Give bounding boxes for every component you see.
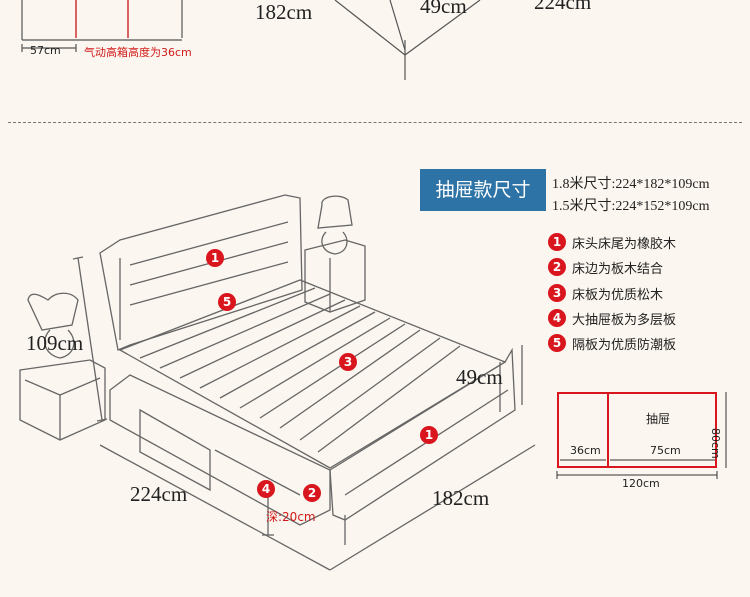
drawer-height: 80cm <box>709 428 722 459</box>
feature-text: 床头床尾为橡胶木 <box>572 236 677 252</box>
number-badge: 2 <box>548 258 566 276</box>
marker-2: 2 <box>303 484 321 502</box>
drawer-right-width: 75cm <box>650 444 681 457</box>
feature-item: 4 大抽屉板为多层板 <box>548 307 676 329</box>
dim-182-top: 182cm <box>255 0 313 24</box>
feature-item: 1 床头床尾为橡胶木 <box>548 231 676 253</box>
bed-width-label: 182cm <box>432 486 490 510</box>
number-badge: 4 <box>548 309 566 327</box>
drawer-total-width: 120cm <box>622 477 660 490</box>
dim-49-top: 49cm <box>420 0 467 18</box>
bed-height-label: 109cm <box>26 331 84 355</box>
marker-5: 5 <box>218 293 236 311</box>
marker-3: 3 <box>339 353 357 371</box>
feature-text: 大抽屉板为多层板 <box>572 312 677 328</box>
gas-height-note: 气动高箱高度为36cm <box>84 46 192 59</box>
drawer-depth-label: 深:20cm <box>266 510 316 524</box>
bed-length-label: 224cm <box>130 482 188 506</box>
bed-side-height-label: 49cm <box>456 365 503 389</box>
feature-text: 隔板为优质防潮板 <box>572 337 677 353</box>
spec-1-5m: 1.5米尺寸:224*152*109cm <box>552 199 710 214</box>
drawer-label: 抽屉 <box>646 412 671 426</box>
number-badge: 5 <box>548 334 566 352</box>
number-badge: 3 <box>548 284 566 302</box>
marker-4: 4 <box>257 480 275 498</box>
feature-item: 5 隔板为优质防潮板 <box>548 332 676 354</box>
feature-text: 床板为优质松木 <box>572 287 664 303</box>
marker-1: 1 <box>420 426 438 444</box>
drawer-left-width: 36cm <box>570 444 601 457</box>
feature-item: 3 床板为优质松木 <box>548 282 663 304</box>
feature-text: 床边为板木结合 <box>572 261 664 277</box>
section-title: 抽屉款尺寸 <box>420 169 546 211</box>
drawer-diagram <box>557 392 717 468</box>
spec-1-8m: 1.8米尺寸:224*182*109cm <box>552 177 710 192</box>
number-badge: 1 <box>548 233 566 251</box>
marker-1: 1 <box>206 249 224 267</box>
section-divider <box>8 122 742 123</box>
dim-57-label: 57cm <box>30 44 61 57</box>
feature-item: 2 床边为板木结合 <box>548 256 663 278</box>
dim-224-top: 224cm <box>534 0 592 14</box>
